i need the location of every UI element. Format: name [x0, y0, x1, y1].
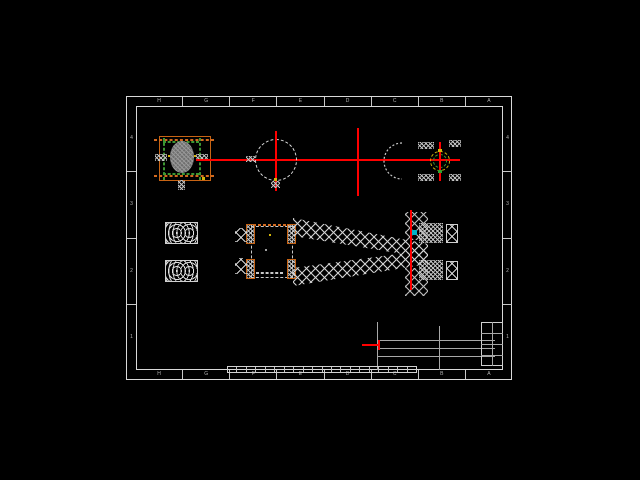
sheet-inner-frame — [136, 106, 503, 370]
zone-cell-right-1: 3 — [503, 172, 512, 239]
circular-view-bottom-marker — [274, 178, 277, 181]
detail-dim-label-lower-left — [418, 174, 434, 181]
title-block-grid-hline-3 — [481, 355, 503, 356]
title-block-hline-1 — [377, 340, 495, 341]
section-interior-marker-a — [269, 234, 271, 236]
front-view-round-body — [170, 141, 194, 173]
title-block-grid-hline-2 — [481, 344, 503, 345]
detail-dim-label-upper-right — [449, 140, 461, 147]
zone-cell-top-1: G — [183, 97, 231, 106]
arc-detail-view — [383, 142, 403, 180]
circular-view-bottom-tab — [271, 181, 280, 188]
circular-view-vertical-centerline — [275, 131, 277, 191]
front-view-left-flange — [155, 154, 167, 161]
section-corner-post-tl — [246, 224, 255, 244]
zone-cell-right-3: 1 — [506, 333, 509, 340]
zone-cell-left-0: 4 — [127, 106, 136, 173]
circular-view-left-tab — [246, 156, 255, 162]
right-detail-lower-labels — [419, 260, 443, 280]
zone-cell-bottom-1: G — [183, 370, 231, 379]
section-interior-marker-b — [265, 249, 267, 251]
zone-cell-bottom-4: D — [325, 370, 372, 379]
section-cut-vertical-line — [357, 128, 359, 196]
zone-strip-top: H G F E D C B A — [136, 97, 512, 106]
section-interior-guide — [256, 272, 283, 274]
zone-cell-left-2: 2 — [127, 239, 136, 305]
title-block-hline-3 — [377, 356, 495, 357]
zone-cell-top-2: F — [230, 97, 278, 106]
cyan-dimension-marker — [412, 230, 417, 235]
zone-cell-bottom-0: H — [136, 370, 184, 379]
dimensioned-circle-detail — [418, 138, 462, 184]
top-row-horizontal-centerline — [196, 159, 460, 161]
scale-ruler — [227, 366, 417, 373]
section-box-outline — [251, 226, 293, 278]
detail-dim-label-upper-left — [418, 142, 434, 149]
front-view-tick-b — [194, 155, 196, 157]
zone-cell-bottom-6: B — [419, 370, 466, 379]
zone-strip-bottom: H G F E D C B A — [136, 370, 512, 379]
front-view-right-flange — [196, 154, 208, 161]
title-block-hline-2 — [377, 348, 495, 349]
front-view-hidden-edge-bottom — [154, 175, 214, 177]
right-detail-upper-endcap — [446, 224, 458, 243]
zone-cell-top-3: E — [277, 97, 325, 106]
right-detail-lower-endcap — [446, 261, 458, 280]
detail-circle-vertical-centerline — [439, 142, 441, 181]
title-block-dimension-line — [362, 344, 380, 346]
right-detail-lower — [414, 258, 460, 284]
title-block-vline-left — [377, 322, 378, 370]
zone-cell-bottom-3: E — [277, 370, 325, 379]
hatched-block-lower — [165, 260, 198, 282]
title-block-grid-hline-1 — [481, 333, 503, 334]
zone-cell-left-1: 3 — [127, 172, 136, 239]
middle-row-section-line — [410, 210, 412, 290]
zone-cell-top-6: B — [419, 97, 466, 106]
cross-section-box — [235, 222, 303, 284]
right-detail-upper-labels — [419, 223, 443, 243]
front-view-tick-c — [202, 177, 205, 180]
zone-cell-bottom-2: F — [230, 370, 278, 379]
front-view-tick-a — [168, 155, 170, 157]
front-view-hidden-edge-top — [154, 139, 214, 141]
detail-circle-marker-top — [438, 149, 442, 152]
hatched-block-upper — [165, 222, 198, 244]
right-detail-upper — [414, 221, 460, 247]
zone-cell-bottom-5: C — [372, 370, 419, 379]
zone-cell-left-3: 1 — [130, 333, 133, 340]
zone-strip-right: 4 3 2 1 — [503, 106, 512, 370]
zone-cell-top-5: C — [372, 97, 419, 106]
zone-cell-top-0: H — [136, 97, 184, 106]
front-view-bottom-stub — [178, 180, 185, 190]
zone-strip-left: 4 3 2 1 — [127, 106, 136, 370]
section-left-wing-upper — [235, 228, 247, 242]
section-left-wing-lower — [235, 258, 247, 274]
zone-cell-bottom-7: A — [487, 371, 491, 377]
zone-cell-top-4: D — [325, 97, 372, 106]
zone-cell-top-7: A — [487, 98, 491, 104]
title-block — [362, 322, 503, 370]
zone-cell-right-0: 4 — [503, 106, 512, 173]
section-box-top-edge — [253, 224, 291, 226]
detail-dim-label-lower-right — [449, 174, 461, 181]
zone-cell-right-2: 2 — [503, 239, 512, 305]
cross-section-hourglass-view — [293, 212, 428, 296]
title-block-dimension-tick — [378, 340, 380, 350]
front-view-dim-guide-bottom — [163, 173, 199, 175]
detail-circle-marker-bottom — [438, 170, 442, 173]
section-corner-post-bl — [246, 259, 255, 279]
